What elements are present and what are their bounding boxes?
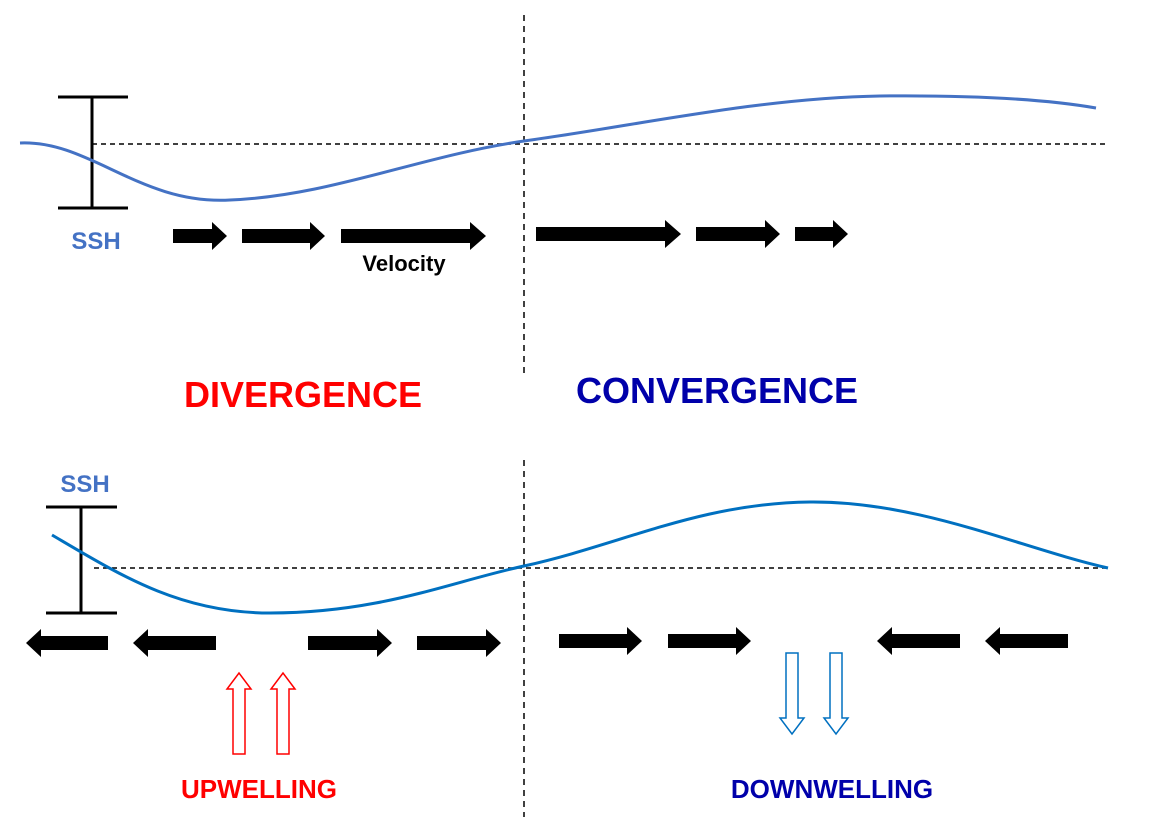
velocity-arrows-bottom: [26, 627, 1068, 657]
velocity-arrow: [536, 220, 681, 248]
velocity-arrow: [795, 220, 848, 248]
velocity-arrow-right: [668, 627, 751, 655]
ssh-curve-bottom: [51, 500, 1109, 615]
upwelling-arrow: [225, 671, 253, 755]
velocity-label: Velocity: [362, 251, 446, 276]
velocity-arrow-left: [133, 629, 216, 657]
velocity-arrow: [696, 220, 780, 248]
convergence-label: CONVERGENCE: [576, 370, 858, 411]
velocity-arrow: [173, 222, 227, 250]
downwelling-arrows: [778, 652, 850, 736]
upwelling-arrows: [225, 671, 297, 755]
upwelling-arrow: [269, 671, 297, 755]
velocity-arrow: [242, 222, 325, 250]
downwelling-arrow: [778, 652, 806, 736]
velocity-arrows-top: [173, 220, 848, 250]
downwelling-label: DOWNWELLING: [731, 774, 933, 804]
velocity-arrow-right: [559, 627, 642, 655]
ssh-curve-top: [19, 94, 1097, 202]
upwelling-label: UPWELLING: [181, 774, 337, 804]
ssh-label-top: SSH: [71, 228, 120, 255]
velocity-arrow-left: [877, 627, 960, 655]
ssh-label-bottom: SSH: [60, 471, 109, 498]
velocity-arrow-right: [308, 629, 392, 657]
ssh-scale-bar-bottom: [46, 505, 117, 615]
velocity-arrow-left: [26, 629, 108, 657]
velocity-arrow: [341, 222, 486, 250]
ssh-scale-bar-top: [58, 95, 128, 210]
velocity-arrow-right: [417, 629, 501, 657]
divergence-label: DIVERGENCE: [184, 374, 422, 415]
velocity-arrow-left: [985, 627, 1068, 655]
downwelling-arrow: [822, 652, 850, 736]
